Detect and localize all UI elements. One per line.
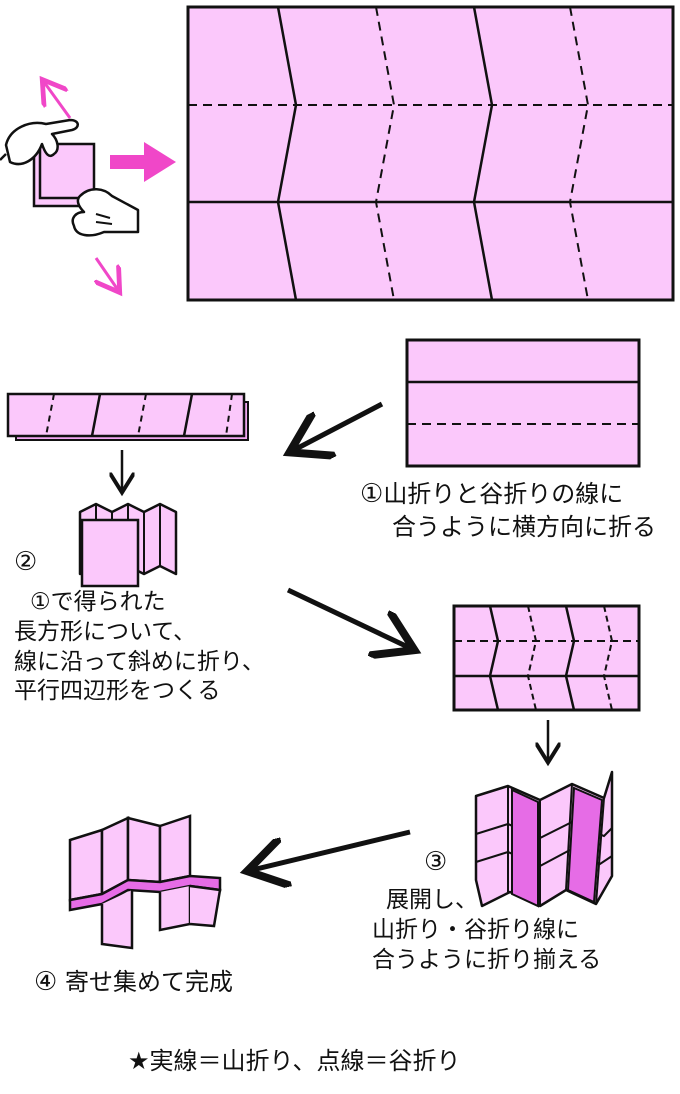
lower-hand [71, 188, 140, 237]
hands-illustration [0, 82, 140, 290]
step3-caption: ③ 展開し、 山折り・谷折り線に 合うように折り揃える [372, 846, 601, 975]
step1-caption: ①山折りと谷折りの線に 合うように横方向に折る [360, 478, 656, 543]
step2-folded-stack [78, 502, 178, 588]
legend: ★実線＝山折り、点線＝谷折り [128, 1046, 461, 1077]
arrow-step2-to-sheet [286, 587, 410, 648]
pull-arrow-lower [96, 257, 118, 290]
step3-line: 山折り・谷折り線に [372, 916, 579, 943]
arrow-step1-to-strip [294, 401, 384, 450]
step2-number: ② [14, 547, 38, 577]
folded-strip [6, 392, 249, 441]
step4-completed-model [68, 814, 222, 950]
unfold-arrow [110, 142, 176, 182]
step2-line: 長方形について、 [14, 618, 197, 645]
step2-result-sheet [452, 604, 641, 712]
step3-line: 合うように折り揃える [372, 946, 602, 973]
step1-line1: 山折りと谷折りの線に [383, 480, 624, 508]
step4-caption: ④ 寄せ集めて完成 [34, 966, 233, 1000]
step1-number: ① [360, 479, 384, 509]
step3-line: 展開し、 [386, 886, 478, 913]
legend-star-icon: ★ [128, 1047, 150, 1075]
legend-text: 実線＝山折り、点線＝谷折り [149, 1047, 461, 1075]
step2-line: ①で得られた [30, 588, 166, 615]
step4-number: ④ [34, 967, 58, 997]
step3-number: ③ [424, 847, 448, 877]
step1-sheet [405, 338, 641, 468]
arrow-step3-to-step4 [252, 829, 411, 870]
step3-folded-model [474, 770, 614, 908]
upper-hand [4, 118, 79, 166]
step2-line: 線に沿って斜めに折り、 [14, 648, 265, 675]
crease-pattern-sheet [186, 5, 675, 302]
step2-line: 平行四辺形をつくる [14, 678, 221, 705]
step2-caption: ② ①で得られた 長方形について、 線に沿って斜めに折り、 平行四辺形をつくる [14, 546, 265, 707]
step1-line2: 合うように横方向に折る [392, 512, 656, 541]
step4-text: 寄せ集めて完成 [64, 968, 233, 996]
pull-arrow-upper [44, 82, 72, 119]
